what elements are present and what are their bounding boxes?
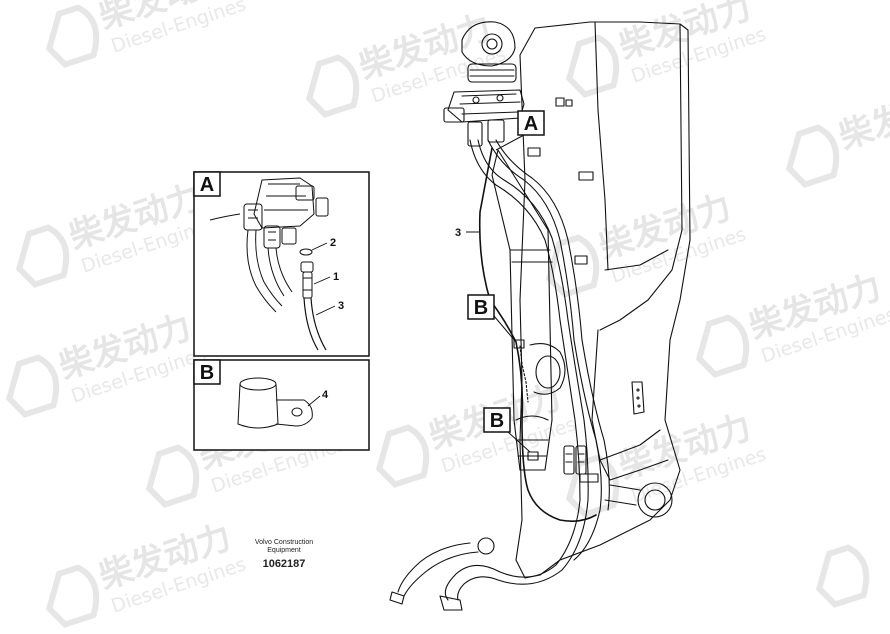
- watermark-logo-icon: [145, 444, 200, 508]
- watermark-logo-icon: [5, 354, 60, 418]
- watermark-logo-icon: [305, 54, 360, 118]
- watermark-tile: 柴发动力 Diesel-Engines: [45, 517, 249, 628]
- boom-bracket: [555, 97, 565, 107]
- watermark-logo-icon: [565, 454, 620, 518]
- boom-bracket: [574, 255, 588, 265]
- part-label-3-main: 3: [455, 227, 480, 239]
- watermark-logo-icon: [695, 314, 750, 378]
- watermark-tile: 柴发动力 Diesel-Engines: [565, 407, 769, 518]
- cylinder-barrel: [491, 149, 553, 471]
- detail-a-part-1: 1: [333, 271, 339, 283]
- watermark-tile: 柴发动力 Diesel-Engines: [5, 307, 209, 418]
- callout-letter: B: [490, 410, 504, 432]
- pipe-clamp-drawing: [237, 377, 313, 429]
- detail-a-frame: [193, 171, 370, 357]
- watermark-logo-icon: [375, 424, 430, 488]
- detail-b-panel: B 4: [193, 359, 370, 451]
- boom-side-edge: [599, 23, 683, 331]
- clamp-b-upper: [513, 339, 525, 349]
- watermark-tile: 柴发动力: [785, 77, 890, 188]
- callout-box: [483, 407, 511, 433]
- detail-a-drawing: [209, 177, 329, 351]
- callout-a-main: A: [495, 110, 545, 151]
- watermark-tile: 柴发动力 Diesel-Engines: [545, 187, 749, 298]
- watermark-logo-icon: [545, 234, 600, 298]
- detail-a-label: A: [200, 174, 214, 196]
- cylinder-top-eye: [461, 21, 517, 83]
- detail-b-label: B: [200, 362, 214, 384]
- boom-assembly: [389, 21, 691, 611]
- caption-manufacturer-line1: Volvo Construction: [254, 539, 314, 546]
- watermark-logo-icon: [15, 224, 70, 288]
- lube-line-3: [478, 147, 597, 522]
- boom-lower-plate: [599, 459, 669, 481]
- hydraulic-hose-left: [444, 139, 581, 601]
- watermark-tile: 柴发动力 Diesel-Engines: [375, 377, 579, 488]
- watermark-tile: 柴发动力 Diesel-Engines: [565, 0, 769, 98]
- lower-hose-run: [397, 542, 471, 593]
- detail-b-frame: [193, 359, 370, 451]
- watermark-logo-icon: [45, 4, 100, 68]
- watermark-tile: 柴发动力 Diesel-Engines: [305, 7, 509, 118]
- watermark-logo-icon: [815, 544, 870, 608]
- watermark-tile: 柴发动力 Diesel-Engines: [15, 177, 219, 288]
- detail-a-part-2: 2: [330, 237, 336, 249]
- watermark-tile: [815, 544, 870, 608]
- detail-a-panel: A 2: [193, 171, 370, 357]
- watermark-cn: 柴发动力: [834, 77, 890, 157]
- callout-box: [517, 110, 545, 136]
- detail-b-label-box: [193, 359, 221, 385]
- watermark-logo-icon: [45, 564, 100, 628]
- cylinder-head-block: [443, 89, 525, 147]
- boom-bracket: [578, 171, 594, 181]
- caption-drawing-number: 1062187: [262, 558, 306, 570]
- clamp-b-lower: [527, 451, 539, 461]
- watermark-tile: 柴发动力 Diesel-Engines: [695, 267, 890, 378]
- boom-outline: [515, 21, 691, 579]
- boom-top-plate: [594, 21, 609, 271]
- detail-a-label-box: [193, 171, 221, 197]
- part-number: 3: [455, 227, 461, 239]
- callout-box: [467, 294, 495, 320]
- hose-coupling: [477, 537, 495, 555]
- boom-bracket: [527, 147, 541, 157]
- boom-foot-pin: [637, 482, 673, 518]
- boom-inner-edge: [604, 249, 669, 271]
- callout-b-upper: B: [467, 294, 517, 343]
- watermark-tile: 柴发动力 Diesel-Engines: [45, 0, 249, 68]
- watermark-logo-icon: [785, 124, 840, 188]
- hose-end-fitting: [439, 595, 463, 611]
- boom-foot-pin-inner: [644, 489, 666, 511]
- callout-b-lower: B: [483, 407, 531, 453]
- caption-manufacturer-line2: Equipment: [267, 547, 301, 554]
- hose-fitting: [563, 445, 575, 475]
- detail-b-part-4: 4: [322, 389, 329, 401]
- hose-clamp: [579, 473, 599, 483]
- hose-end-fitting: [389, 591, 405, 605]
- callout-letter: A: [524, 113, 538, 135]
- watermark-logo-icon: [565, 34, 620, 98]
- detail-a-part-3: 3: [338, 300, 344, 312]
- callout-letter: B: [474, 297, 488, 319]
- bolt-strip: [631, 381, 645, 415]
- boom-bracket: [565, 99, 573, 107]
- hydraulic-hose-right: [487, 139, 602, 561]
